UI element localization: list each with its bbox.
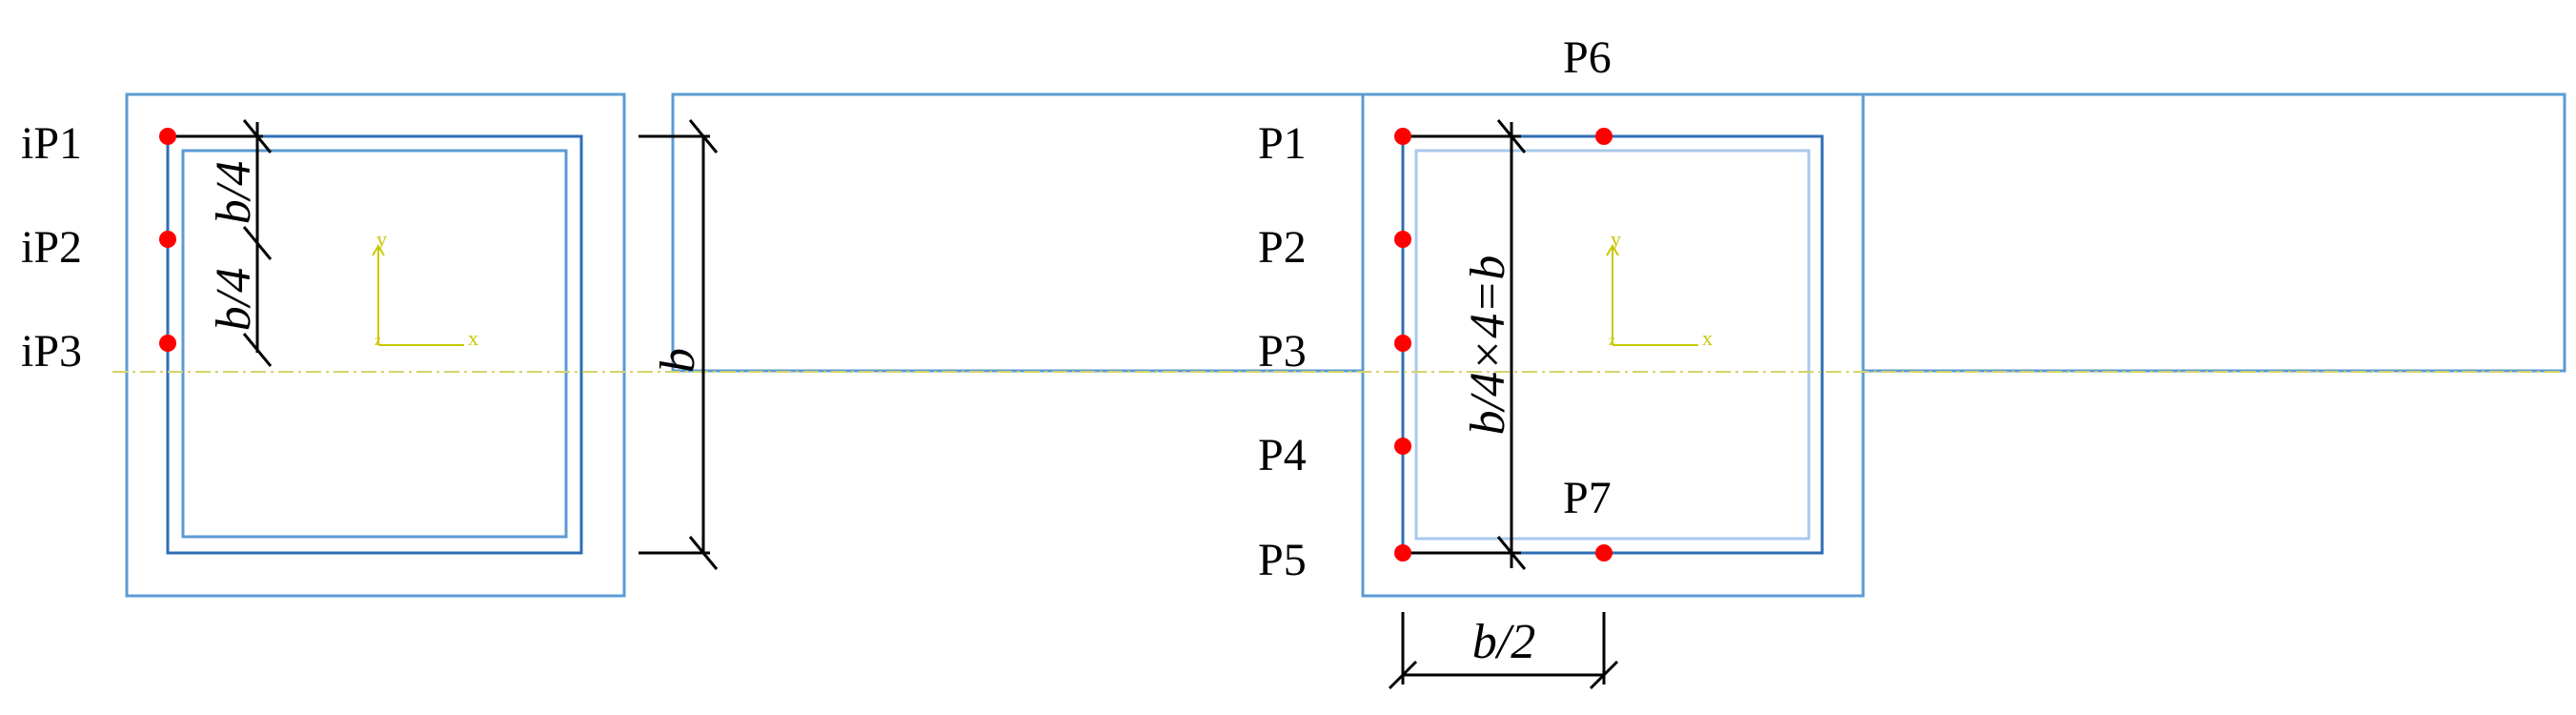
point-p3-marker [1394, 335, 1411, 352]
point-p4-marker [1394, 438, 1411, 455]
point-p6-marker [1595, 128, 1613, 145]
left-dimension-bottom: b/4 [207, 268, 261, 331]
right-horizontal-dimension-line [1388, 612, 1619, 690]
point-p1-marker [1394, 128, 1411, 145]
right-beam-outline [1861, 92, 2566, 373]
label-ip1: iP1 [21, 118, 82, 169]
label-p7: P7 [1563, 473, 1612, 523]
point-ip3-marker [159, 335, 176, 352]
point-p5-marker [1394, 544, 1411, 562]
left-inner-box-light [181, 149, 568, 539]
label-p4: P4 [1258, 430, 1307, 480]
label-ip3: iP3 [21, 326, 82, 377]
left-dimension-line [168, 119, 273, 367]
axis-z-label-right: z [1609, 333, 1615, 349]
point-ip2-marker [159, 231, 176, 248]
point-p2-marker [1394, 231, 1411, 248]
local-axes-left [372, 244, 464, 346]
axis-y-label-left: y [376, 227, 387, 251]
label-p6: P6 [1563, 32, 1612, 83]
right-inner-box-light [1414, 149, 1811, 541]
left-outer-box [125, 92, 626, 598]
axis-x-label-left: x [468, 326, 478, 350]
axis-x-label-right: x [1702, 326, 1713, 350]
left-dimension-top: b/4 [207, 161, 261, 224]
overall-dimension-line [639, 119, 719, 570]
right-outer-box [1361, 92, 1865, 598]
right-vertical-dimension-label: b/4×4=b [1461, 255, 1515, 436]
label-p3: P3 [1258, 326, 1307, 377]
axis-z-label-left: z [375, 333, 381, 349]
left-section [125, 92, 626, 598]
label-ip2: iP2 [21, 222, 82, 273]
point-ip1-marker [159, 128, 176, 145]
axis-y-label-right: y [1611, 227, 1621, 251]
label-p5: P5 [1258, 535, 1307, 585]
label-p2: P2 [1258, 222, 1307, 273]
right-vertical-dimension-line [1403, 119, 1527, 570]
point-p7-marker [1595, 544, 1613, 562]
overall-dimension-label: b [651, 348, 705, 373]
right-horizontal-dimension-label: b/2 [1472, 615, 1535, 669]
local-axes-right [1606, 244, 1698, 346]
label-p1: P1 [1258, 118, 1307, 169]
